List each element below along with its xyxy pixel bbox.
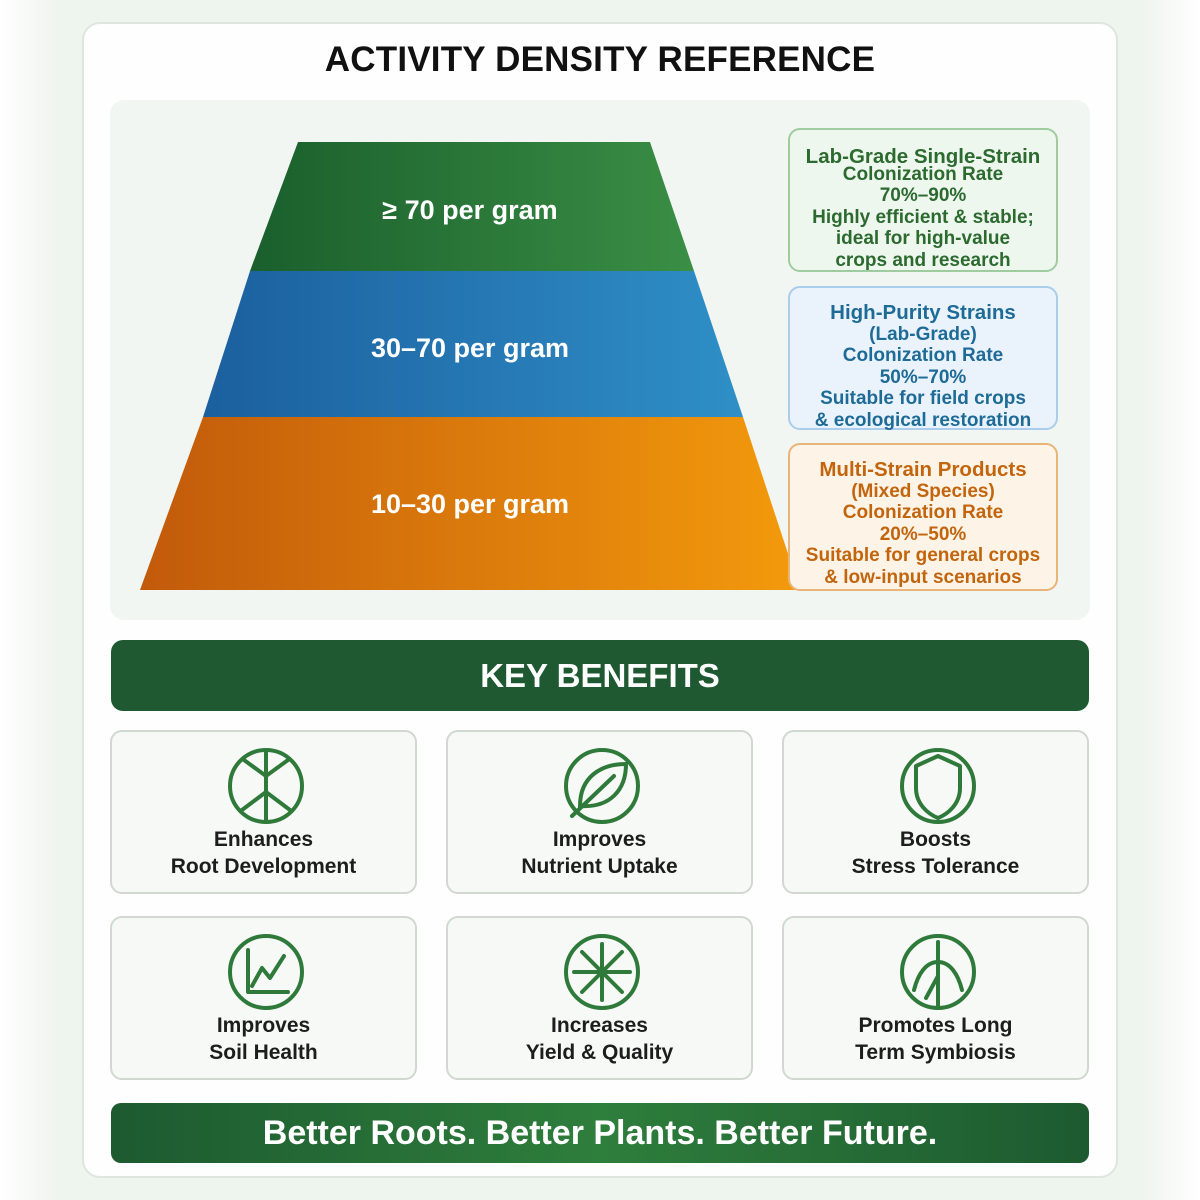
info-box-title: High-Purity Strains — [830, 301, 1016, 324]
info-box-line: & low-input scenarios — [824, 566, 1022, 588]
benefit-line2: Root Development — [170, 855, 357, 878]
benefit-line1: Improves — [552, 828, 647, 851]
benefit-line1: Promotes Long — [858, 1014, 1013, 1037]
info-box-line: 50%–70% — [879, 366, 967, 388]
info-box-line: 70%–90% — [879, 185, 967, 207]
shield-icon — [900, 748, 976, 824]
info-box-line: (Lab-Grade) — [869, 323, 977, 345]
info-box-line: Highly efficient & stable; — [812, 206, 1034, 228]
info-box-line: (Mixed Species) — [851, 480, 995, 502]
benefit-line2: Soil Health — [209, 1041, 318, 1064]
benefit-line1: Improves — [216, 1014, 311, 1037]
benefit-line2: Yield & Quality — [525, 1041, 674, 1064]
info-box-title: Lab-Grade Single-Strain — [805, 145, 1041, 168]
info-box-line: Suitable for general crops — [805, 545, 1041, 567]
benefit-card-stress-tolerance: Boosts Stress Tolerance — [782, 730, 1089, 894]
benefit-line1: Boosts — [899, 828, 972, 851]
benefit-line1: Enhances — [213, 828, 314, 851]
info-box-line: crops and research — [835, 249, 1011, 271]
info-box-line: & ecological restoration — [814, 409, 1032, 431]
benefit-card-nutrient-uptake: Improves Nutrient Uptake — [446, 730, 753, 894]
tier-label-middle: 30–70 per gram — [370, 333, 570, 363]
asterisk-yield-icon — [564, 934, 640, 1010]
info-box-line: ideal for high-value — [835, 228, 1011, 250]
benefit-card-root-development: Enhances Root Development — [110, 730, 417, 894]
tier-label-top: ≥ 70 per gram — [382, 195, 558, 225]
root-icon — [228, 748, 304, 824]
tagline-banner: Better Roots. Better Plants. Better Futu… — [111, 1103, 1089, 1163]
info-box-line: 20%–50% — [879, 523, 967, 545]
info-box-line: Colonization Rate — [842, 163, 1004, 185]
benefit-card-symbiosis: Promotes Long Term Symbiosis — [782, 916, 1089, 1080]
info-box-high-purity: High-Purity Strains (Lab-Grade) Coloniza… — [788, 286, 1058, 431]
info-box-line: Suitable for field crops — [820, 388, 1026, 410]
info-box-line: Colonization Rate — [842, 502, 1004, 524]
benefit-line2: Term Symbiosis — [855, 1041, 1016, 1064]
key-benefits-heading: KEY BENEFITS — [111, 640, 1089, 711]
benefit-line1: Increases — [551, 1014, 648, 1037]
benefit-card-yield-quality: Increases Yield & Quality — [446, 916, 753, 1080]
growth-chart-icon — [228, 934, 304, 1010]
benefit-line2: Nutrient Uptake — [521, 855, 678, 878]
page-title: ACTIVITY DENSITY REFERENCE — [324, 40, 876, 79]
benefit-card-soil-health: Improves Soil Health — [110, 916, 417, 1080]
benefit-line2: Stress Tolerance — [851, 855, 1020, 878]
tier-label-bottom: 10–30 per gram — [370, 489, 570, 519]
leaf-icon — [564, 748, 640, 824]
info-box-line: Colonization Rate — [842, 345, 1004, 367]
symbiosis-icon — [900, 934, 976, 1010]
info-box-title: Multi-Strain Products — [819, 458, 1027, 481]
info-box-multi-strain: Multi-Strain Products (Mixed Species) Co… — [788, 443, 1058, 591]
info-box-single-strain: Lab-Grade Single-Strain Colonization Rat… — [788, 128, 1058, 272]
